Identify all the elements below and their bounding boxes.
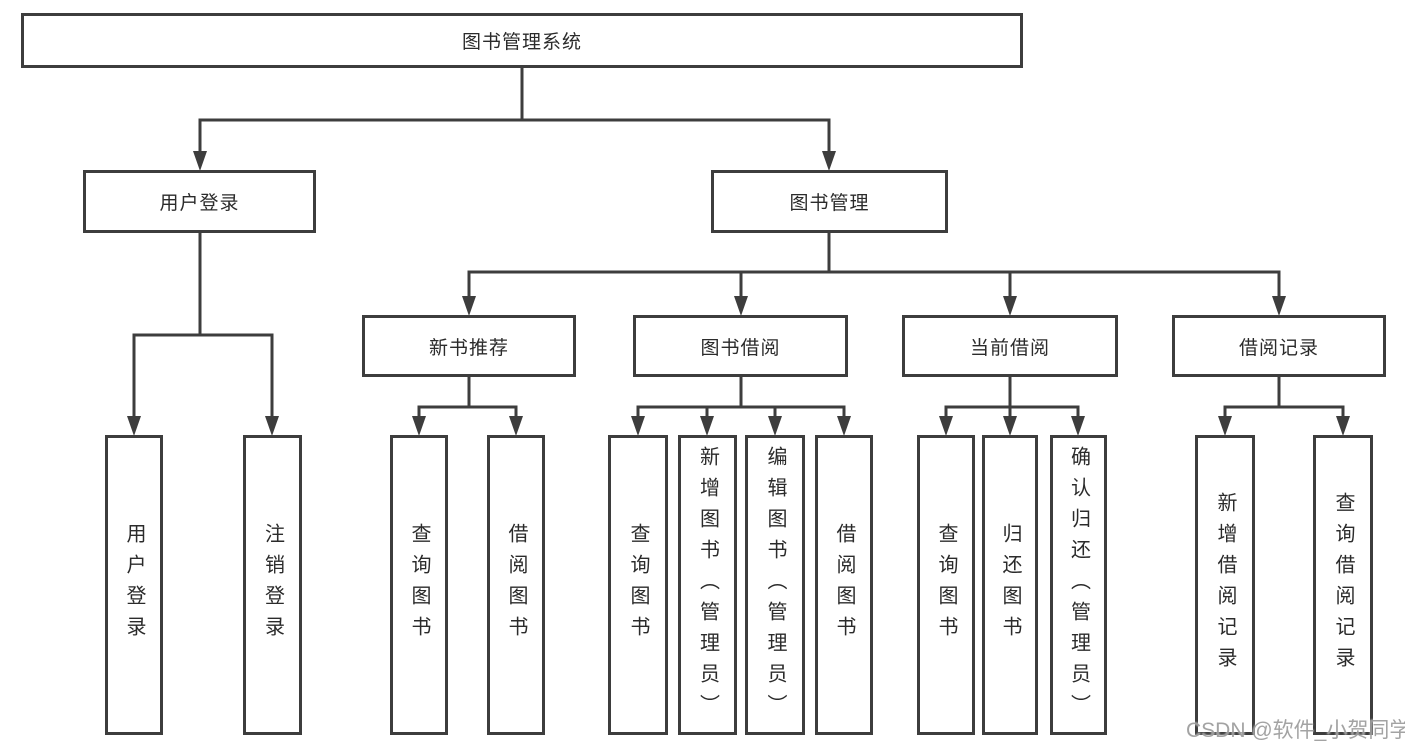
leaf-br-query-record-label: 查询借阅记录 [1332,492,1354,678]
leaf-bb-add-books-admin: 新增图书（管理员） [678,435,737,735]
leaf-logout: 注销登录 [243,435,302,735]
leaf-cb-query-books-label: 查询图书 [935,523,957,647]
arrowhead-br-add [1218,416,1232,436]
leaf-bb-query-books-label: 查询图书 [627,523,649,647]
node-book-management-label: 图书管理 [789,193,870,214]
leaf-rec-query-books-label: 查询图书 [408,523,430,647]
arrowhead-leaf-login [127,416,141,436]
leaf-cb-query-books: 查询图书 [917,435,975,735]
node-user-login: 用户登录 [83,170,316,233]
node-root-system: 图书管理系统 [21,13,1023,68]
node-current-borrow: 当前借阅 [902,315,1118,377]
leaf-br-query-record: 查询借阅记录 [1313,435,1373,735]
arrowhead-bb-borrow [837,416,851,436]
leaf-cb-confirm-return-admin: 确认归还（管理员） [1050,435,1107,735]
node-root-system-label: 图书管理系统 [461,32,582,53]
csdn-watermark: CSDN @软件_小贺同学 [1186,719,1405,742]
leaf-rec-borrow-books: 借阅图书 [487,435,545,735]
leaf-rec-query-books: 查询图书 [390,435,448,735]
arrowhead-cb-return [1003,416,1017,436]
leaf-cb-return-books-label: 归还图书 [999,523,1021,647]
leaf-cb-confirm-return-admin-label: 确认归还（管理员） [1067,445,1090,725]
arrowhead-book-mgmt [822,151,836,171]
leaf-bb-edit-books-admin: 编辑图书（管理员） [745,435,805,735]
leaf-logout-label: 注销登录 [261,523,284,647]
arrowhead-leaf-logout [265,416,279,436]
arrowhead-bb-add [700,416,714,436]
arrowhead-user-login [193,151,207,171]
node-borrow-records: 借阅记录 [1172,315,1386,377]
arrowhead-cb-query [939,416,953,436]
leaf-user-login: 用户登录 [105,435,163,735]
arrowhead-rec-query [412,416,426,436]
leaf-cb-return-books: 归还图书 [982,435,1038,735]
leaf-br-add-record: 新增借阅记录 [1195,435,1255,735]
node-book-borrow: 图书借阅 [633,315,848,377]
leaf-rec-borrow-books-label: 借阅图书 [505,523,527,647]
node-borrow-records-label: 借阅记录 [1238,337,1319,359]
arrowhead-book-borrow [734,296,748,316]
leaf-br-add-record-label: 新增借阅记录 [1214,492,1236,678]
leaf-bb-query-books: 查询图书 [608,435,668,735]
node-current-borrow-label: 当前借阅 [969,337,1050,359]
arrowhead-br-query [1336,416,1350,436]
leaf-bb-borrow-books-label: 借阅图书 [833,523,855,647]
node-book-borrow-label: 图书借阅 [700,337,781,359]
arrowhead-cb-confirm [1071,416,1085,436]
arrowhead-borrow-records [1272,296,1286,316]
node-new-book-recommend: 新书推荐 [362,315,576,377]
node-new-book-recommend-label: 新书推荐 [428,337,509,359]
arrowhead-new-book [462,296,476,316]
arrowhead-rec-borrow [509,416,523,436]
node-user-login-label: 用户登录 [159,193,240,214]
leaf-bb-borrow-books: 借阅图书 [815,435,873,735]
arrowhead-bb-edit [768,416,782,436]
arrowhead-bb-query [631,416,645,436]
leaf-bb-edit-books-admin-label: 编辑图书（管理员） [764,445,786,725]
node-book-management: 图书管理 [711,170,948,233]
leaf-bb-add-books-admin-label: 新增图书（管理员） [696,445,719,725]
arrowhead-current-borrow [1003,296,1017,316]
leaf-user-login-label: 用户登录 [123,523,145,647]
